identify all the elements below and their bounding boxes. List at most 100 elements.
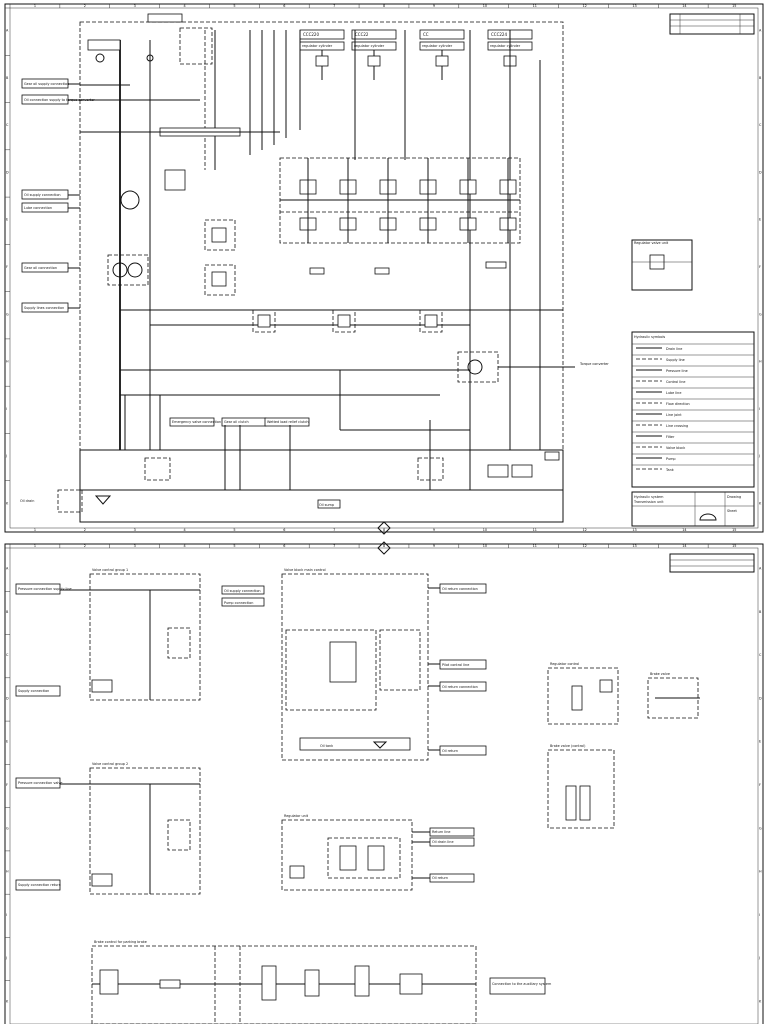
grid-col-3: 3 [134,544,136,548]
grid-col-7: 7 [333,544,335,548]
pressure-box-0: Emergency valve connection [172,420,221,424]
oil-supply-connection: Oil supply connection [224,589,261,593]
grid-col-7: 7 [333,4,335,8]
grid-row-F: F [6,265,8,269]
grid-col-bottom-7: 7 [333,528,335,532]
grid-row-K: K [6,999,9,1003]
group1-title: Valve control group 1 [92,568,128,572]
s2-left-label-1: Supply connection [18,689,49,693]
legend-title: Hydraulic symbols [634,335,665,339]
pump-connection: Pump connection [224,601,253,605]
grid-row-right-E: E [759,740,761,744]
group5-title: Regulator control [550,662,579,666]
grid-col-bottom-1: 1 [34,528,36,532]
top-box-2: CC [423,32,429,37]
grid-row-right-H: H [759,360,762,364]
grid-row-G: G [6,826,9,830]
left-label-5: Supply lines connection [24,306,64,310]
oil-drain-label: Oil drain [20,499,34,503]
grid-col-14: 14 [682,4,686,8]
left-label-0: Gear oil supply connection [24,82,69,86]
s2-left-label-0: Pressure connection supply line [18,587,72,591]
grid-row-right-J: J [758,956,760,960]
grid-row-right-A: A [759,29,762,33]
torque-converter-label: Torque converter [579,362,609,366]
grid-col-1: 1 [34,4,36,8]
s2-left-label-3: Supply connection return [18,883,61,887]
legend-row-2: Pressure line [666,369,688,373]
left-label-4: Gear oil connection [24,266,57,270]
grid-col-4: 4 [184,544,186,548]
grid-col-bottom-9: 9 [433,528,435,532]
grid-row-right-G: G [759,826,762,830]
top-box-sub-1: regulator cylinder [354,44,385,48]
grid-row-right-D: D [759,696,762,700]
legend-row-7: Line crossing [666,424,688,428]
title-block-3: Drawing [727,495,741,499]
legend-row-6: Line joint [666,413,682,417]
sheet-2-drawing: 1122334455667788991010111112121313141415… [4,541,764,1024]
grid-col-bottom-11: 11 [533,528,537,532]
grid-row-right-B: B [759,76,762,80]
grid-row-right-E: E [759,218,761,222]
grid-row-B: B [6,76,9,80]
grid-col-9: 9 [433,544,435,548]
grid-row-right-H: H [759,870,762,874]
top-box-sub-0: regulator cylinder [302,44,333,48]
grid-row-J: J [5,454,7,458]
sheet-1-drawing: 1122334455667788991010111112121313141415… [4,3,764,535]
grid-col-5: 5 [233,544,235,548]
grid-row-H: H [6,360,9,364]
legend-row-1: Supply line [666,358,685,362]
grid-col-1: 1 [34,544,36,548]
grid-col-12: 12 [582,4,586,8]
grid-row-right-C: C [759,653,762,657]
grid-col-12: 12 [582,544,586,548]
legend-row-5: Flow direction [666,402,690,406]
auxiliary-connection-label: Connection to the auxiliary system [492,982,552,986]
title-block-2: Transmission unit [633,500,664,504]
grid-row-right-G: G [759,312,762,316]
grid-row-right-C: C [759,123,762,127]
grid-col-15: 15 [732,544,736,548]
grid-col-bottom-13: 13 [632,528,636,532]
grid-col-2: 2 [84,4,86,8]
grid-col-13: 13 [632,544,636,548]
legend-row-3: Control line [666,380,685,384]
group3-title: Valve block main control [284,568,326,572]
grid-row-right-K: K [759,501,762,505]
legend-row-8: Filter [666,435,675,439]
grid-row-right-I: I [759,407,760,411]
grid-col-11: 11 [533,544,537,548]
grid-row-right-F: F [759,265,761,269]
grid-row-right-K: K [759,999,762,1003]
top-box-sub-2: regulator cylinder [422,44,453,48]
left-label-3: Lube connection [24,206,52,210]
grid-row-right-F: F [759,783,761,787]
grid-col-bottom-6: 6 [283,528,285,532]
left-label-1: Oil connection supply to torque converte… [24,98,95,102]
grid-col-9: 9 [433,4,435,8]
grid-row-right-I: I [759,913,760,917]
grid-col-bottom-4: 4 [184,528,186,532]
grid-row-right-A: A [759,567,762,571]
grid-col-4: 4 [184,4,186,8]
grid-row-C: C [6,653,9,657]
s2-center-right-1: Pilot control line [442,663,469,667]
grid-row-right-J: J [758,454,760,458]
group8-title: Brake control for parking brake [94,940,147,944]
grid-col-14: 14 [682,544,686,548]
grid-row-G: G [6,312,9,316]
grid-col-6: 6 [283,4,285,8]
title-block-4: Sheet [727,509,737,513]
grid-col-8: 8 [383,4,385,8]
grid-col-bottom-15: 15 [732,528,736,532]
legend-row-9: Valve block [666,446,685,450]
top-box-sub-3: regulator cylinder [490,44,521,48]
s2-mid-right-0: Return line [432,830,450,834]
title-block-1: Hydraulic system [634,495,664,499]
grid-col-bottom-8: 8 [383,528,385,532]
grid-col-8: 8 [383,544,385,548]
grid-row-D: D [6,170,9,174]
grid-col-10: 10 [483,544,487,548]
